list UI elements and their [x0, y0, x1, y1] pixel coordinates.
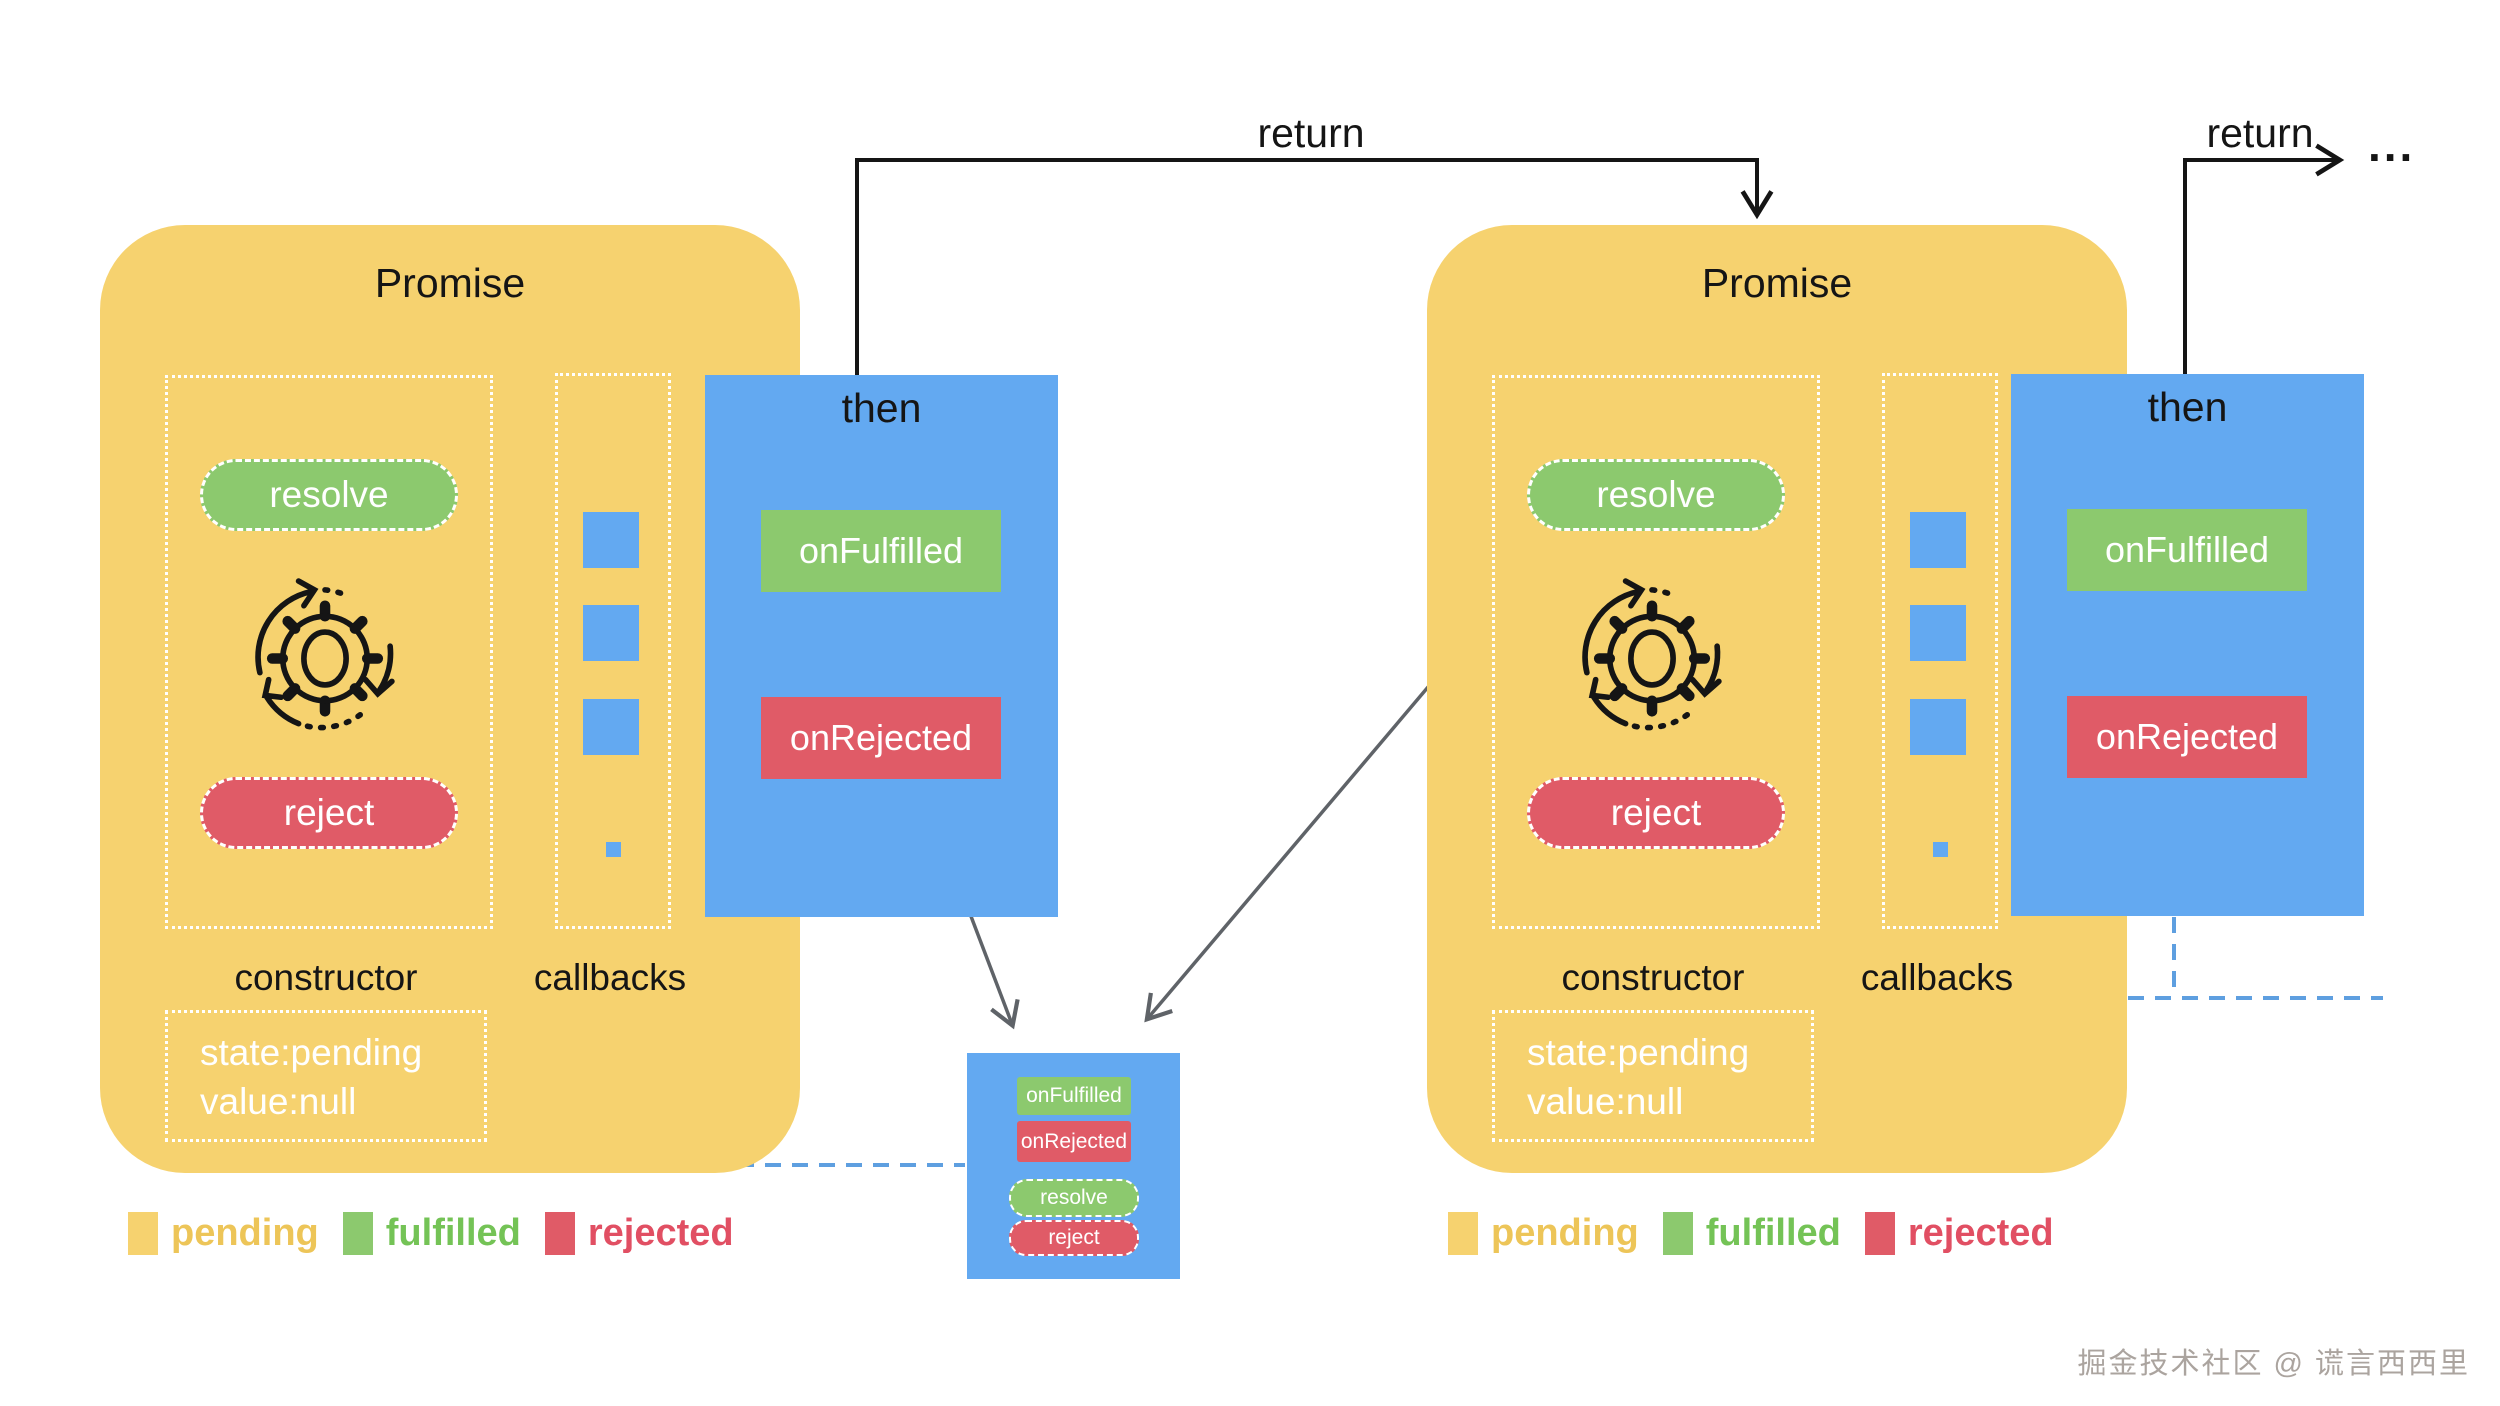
rejected-legend-label: rejected: [1907, 1212, 2054, 1254]
constructor-region: [165, 375, 493, 929]
callback-slot: [583, 605, 639, 661]
state-box: state:pending value:null: [1492, 1010, 1814, 1142]
callback-link-node: [1933, 842, 1948, 857]
reject-pill: reject: [1527, 777, 1785, 849]
fulfilled-legend-label: fulfilled: [385, 1212, 521, 1254]
queued-on-rejected: onRejected: [1017, 1121, 1131, 1162]
on-fulfilled-handler: onFulfilled: [761, 510, 1001, 592]
on-rejected-handler: onRejected: [761, 697, 1001, 779]
then-box-2: then onFulfilled onRejected: [2011, 374, 2364, 916]
promise-title: Promise: [1701, 260, 1853, 306]
on-fulfilled-handler: onFulfilled: [2067, 509, 2307, 591]
callbacks-region: [1882, 373, 1998, 929]
queued-reject-pill: reject: [1009, 1220, 1139, 1256]
return-arrow-1: [855, 158, 1774, 377]
rejected-color-swatch: [1864, 1212, 1895, 1255]
fulfilled-color-swatch: [1662, 1212, 1693, 1255]
constructor-region: [1492, 375, 1820, 929]
state-box: state:pending value:null: [165, 1010, 487, 1142]
callback-slot: [583, 699, 639, 755]
watermark: 掘金技术社区 @ 谎言西西里: [2077, 1348, 2470, 1380]
on-rejected-handler: onRejected: [2067, 696, 2307, 778]
callbacks-label: callbacks: [1860, 957, 2014, 998]
fulfilled-legend-label: fulfilled: [1705, 1212, 1841, 1254]
queued-resolve-pill: resolve: [1009, 1179, 1139, 1217]
callback-slot: [1910, 512, 1966, 568]
state-line: state:pending: [1527, 1032, 1750, 1073]
state-line: state:pending: [200, 1032, 423, 1073]
resolve-pill: resolve: [1527, 459, 1785, 531]
resolve-pill: resolve: [200, 459, 458, 531]
async-gear-icon: [255, 578, 395, 731]
fulfilled-color-swatch: [342, 1212, 373, 1255]
return-label-2: return: [2206, 110, 2314, 156]
queued-on-fulfilled: onFulfilled: [1017, 1077, 1131, 1115]
promise-title: Promise: [374, 260, 526, 306]
reject-pill: reject: [200, 777, 458, 849]
callback-link-node: [606, 842, 621, 857]
callback-slot: [1910, 699, 1966, 755]
pending-legend-label: pending: [1491, 1212, 1639, 1254]
rejected-color-swatch: [544, 1212, 575, 1255]
value-line: value:null: [200, 1080, 357, 1122]
state-legend-2: pending fulfilled rejected: [1448, 1212, 2078, 1255]
promise-box-2: Promise resolve: [1427, 225, 2127, 1173]
callbacks-label: callbacks: [533, 957, 687, 998]
pending-color-swatch: [128, 1212, 158, 1255]
pending-legend-label: pending: [171, 1212, 319, 1254]
return-label-1: return: [1257, 110, 1365, 156]
executor-to-queue-arrow-2: [1144, 639, 1469, 1023]
async-gear-icon: [1582, 578, 1722, 731]
chain-continuation-ellipsis: ...: [2368, 119, 2416, 171]
then-title: then: [841, 385, 922, 431]
callback-slot: [1910, 605, 1966, 661]
then-box-1: then onFulfilled onRejected: [705, 375, 1058, 917]
callback-slot: [583, 512, 639, 568]
return-arrow-2: [2183, 143, 2345, 376]
then-title: then: [2147, 384, 2228, 430]
value-line: value:null: [1527, 1080, 1684, 1122]
rejected-legend-label: rejected: [587, 1212, 734, 1254]
promise-box-1: Promise resolve: [100, 225, 800, 1173]
microtask-queue-box: onFulfilled onRejected resolve reject: [967, 1053, 1180, 1279]
constructor-label: constructor: [234, 957, 418, 998]
state-legend-1: pending fulfilled rejected: [128, 1212, 758, 1255]
callbacks-region: [555, 373, 671, 929]
pending-color-swatch: [1448, 1212, 1478, 1255]
constructor-label: constructor: [1561, 957, 1745, 998]
